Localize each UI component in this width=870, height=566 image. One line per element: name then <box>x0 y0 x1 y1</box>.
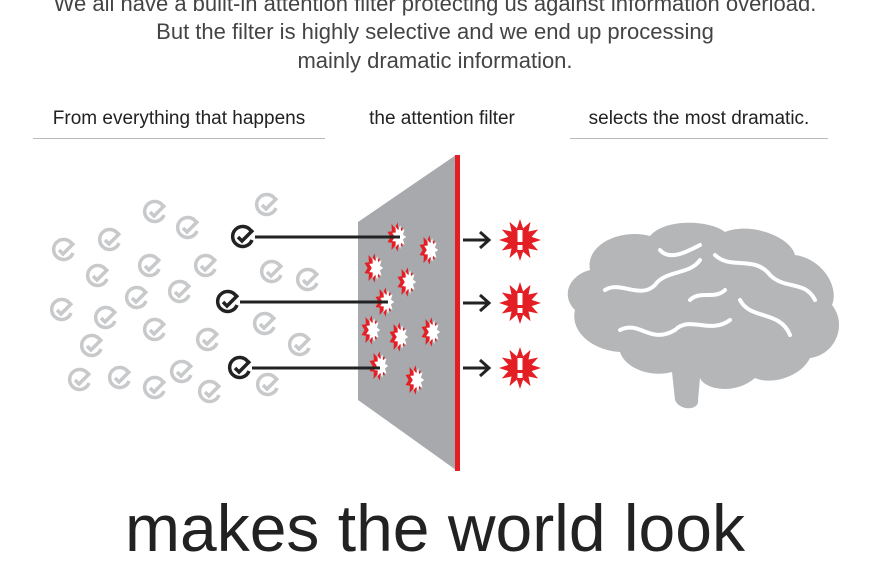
filter-red-edge <box>455 155 460 471</box>
check-circle-icon <box>142 375 167 400</box>
check-circle-icon <box>169 359 194 384</box>
check-circle-icon <box>227 355 252 380</box>
check-circle-icon <box>252 311 277 336</box>
filter-hole <box>361 315 381 345</box>
check-circle-icon <box>197 379 222 404</box>
intro-line-3: mainly dramatic information. <box>297 48 573 73</box>
intro-line-2: But the filter is highly selective and w… <box>156 19 714 44</box>
header-right: selects the most dramatic. <box>570 108 828 139</box>
header-left: From everything that happens <box>33 108 325 139</box>
exclamation-burst-icon <box>463 219 541 261</box>
exclamation-burst-icon <box>463 347 541 389</box>
filter-hole <box>364 253 384 283</box>
filter-hole <box>405 365 425 395</box>
exclamation-burst-icon <box>463 282 541 324</box>
check-circle-icon <box>93 305 118 330</box>
check-circle-icon <box>107 365 132 390</box>
check-circle-icon <box>215 289 240 314</box>
check-circle-icon <box>79 333 104 358</box>
check-circle-icon <box>124 285 149 310</box>
filter-hole <box>421 317 441 347</box>
filter-panel <box>358 155 456 470</box>
check-circle-icon <box>49 297 74 322</box>
check-circle-icon <box>167 279 192 304</box>
attention-filter-diagram <box>49 155 840 471</box>
brain-folds <box>603 243 817 337</box>
check-circle-icon <box>193 253 218 278</box>
check-circle-icon <box>137 253 162 278</box>
check-circle-icon <box>175 215 200 240</box>
filter-hole <box>389 322 409 352</box>
brain-icon <box>567 222 840 409</box>
check-circle-icon <box>51 237 76 262</box>
check-circle-icon <box>67 367 92 392</box>
footer-headline: makes the world look <box>125 491 745 565</box>
filter-hole <box>419 235 439 265</box>
intro-line-1: We all have a built-in attention filter … <box>53 0 817 16</box>
check-circle-icon <box>142 317 167 342</box>
check-circle-icon <box>85 263 110 288</box>
check-circle-icon <box>259 259 284 284</box>
filter-hole <box>397 267 417 297</box>
filter-hole <box>369 351 389 381</box>
check-circle-icon <box>97 227 122 252</box>
check-circle-icon <box>142 199 167 224</box>
check-circle-icon <box>295 267 320 292</box>
check-circle-icon <box>254 192 279 217</box>
check-circle-icon <box>230 224 255 249</box>
check-circle-icon <box>195 327 220 352</box>
check-circle-icon <box>255 372 280 397</box>
check-circle-icon <box>287 332 312 357</box>
header-middle: the attention filter <box>369 108 515 129</box>
